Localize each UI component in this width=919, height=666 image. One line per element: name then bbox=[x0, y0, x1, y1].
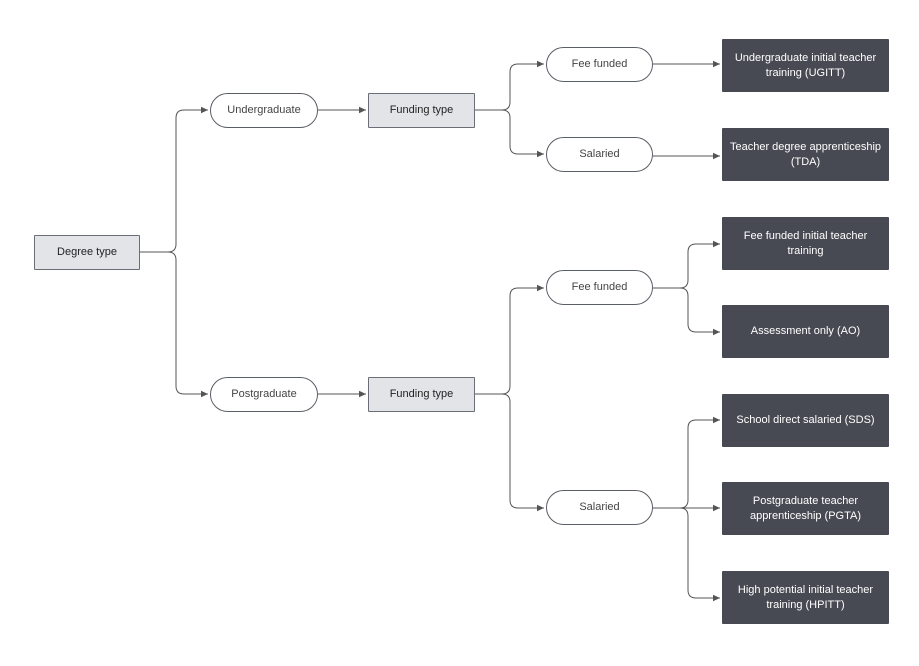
route-fee-funded-itt-node: Fee funded initial teacher training bbox=[722, 217, 889, 270]
fee-funded-postgraduate-node: Fee funded bbox=[546, 270, 653, 305]
edge-ug-funding-salaried bbox=[475, 109, 544, 158]
undergraduate-node: Undergraduate bbox=[210, 93, 318, 128]
edge-pg-salaried-sds bbox=[653, 416, 720, 509]
salaried-postgraduate-node: Salaried bbox=[546, 490, 653, 525]
route-ugitt-node: Undergraduate initial teacher training (… bbox=[722, 39, 889, 92]
edge-pg-salaried-hpitt bbox=[653, 507, 720, 602]
edge-ug-funding-fee bbox=[475, 60, 544, 111]
route-pgta-node: Postgraduate teacher apprenticeship (PGT… bbox=[722, 482, 889, 535]
route-sds-node: School direct salaried (SDS) bbox=[722, 394, 889, 447]
route-tda-node: Teacher degree apprenticeship (TDA) bbox=[722, 128, 889, 181]
route-ao-node: Assessment only (AO) bbox=[722, 305, 889, 358]
fee-funded-undergraduate-node: Fee funded bbox=[546, 47, 653, 82]
route-hpitt-node: High potential initial teacher training … bbox=[722, 571, 889, 624]
edge-degree-undergraduate bbox=[140, 106, 208, 253]
edge-degree-postgraduate bbox=[140, 251, 208, 398]
funding-type-undergraduate-node: Funding type bbox=[368, 93, 475, 128]
edge-pg-fee-itt bbox=[653, 240, 720, 289]
funding-type-postgraduate-node: Funding type bbox=[368, 377, 475, 412]
edge-pg-funding-salaried bbox=[475, 393, 544, 512]
degree-type-node: Degree type bbox=[34, 235, 140, 270]
edge-pg-funding-fee bbox=[475, 284, 544, 395]
postgraduate-node: Postgraduate bbox=[210, 377, 318, 412]
edge-pg-fee-ao bbox=[653, 287, 720, 336]
salaried-undergraduate-node: Salaried bbox=[546, 137, 653, 172]
